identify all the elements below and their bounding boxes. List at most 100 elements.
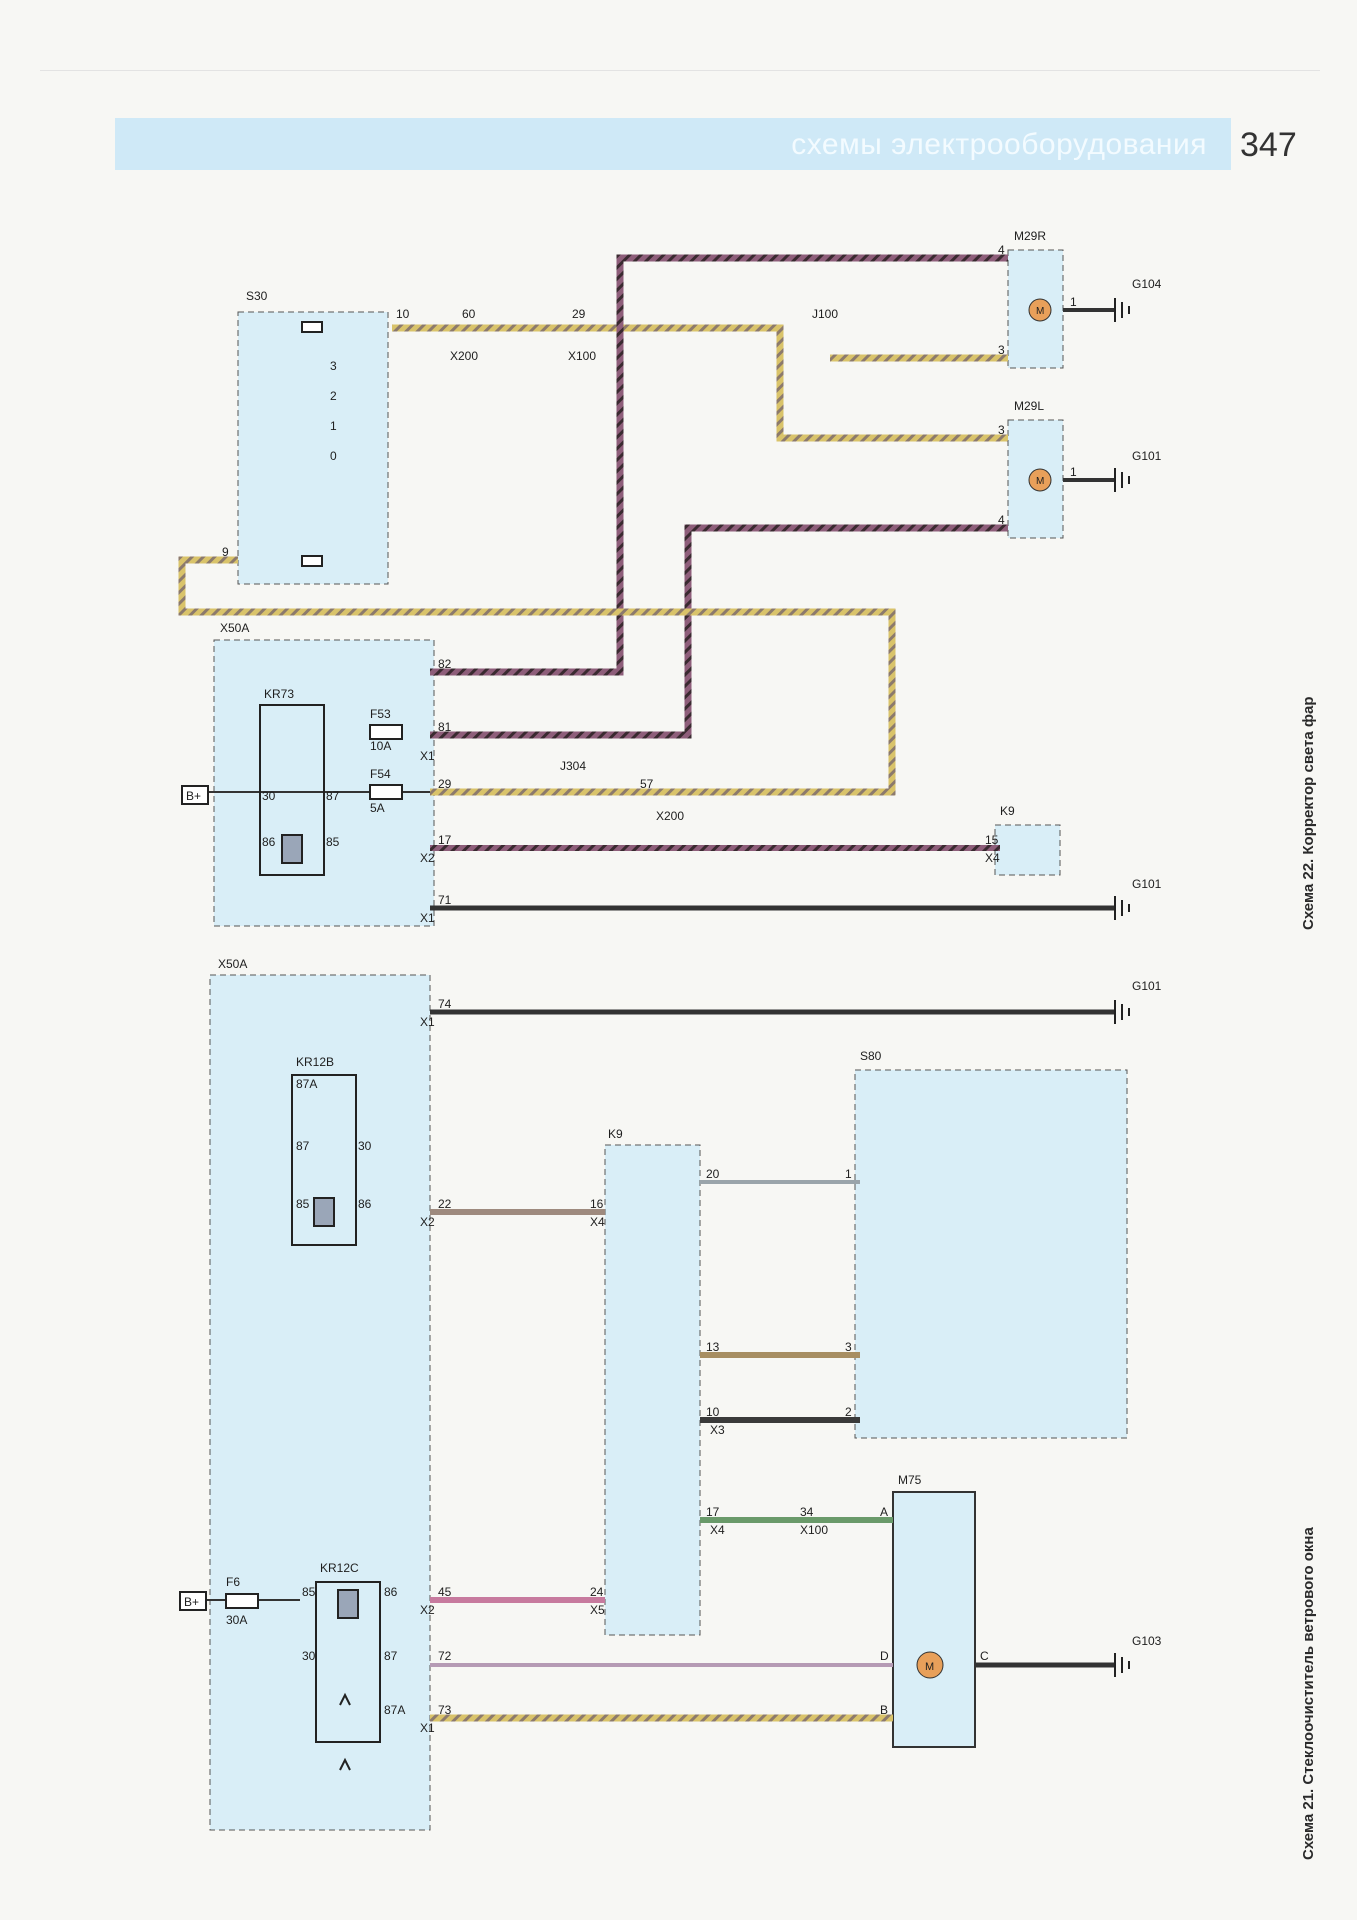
ground-g101-a xyxy=(1114,468,1130,492)
pin-kr73-30: 30 xyxy=(262,789,276,803)
panels xyxy=(209,249,1128,1831)
x50a-panel-bottom xyxy=(209,974,431,1831)
ground-g104 xyxy=(1114,298,1130,322)
motor-m75-letter: M xyxy=(925,1661,934,1673)
m29l-panel xyxy=(1007,419,1064,539)
f53-label: F53 xyxy=(370,707,391,721)
pin-17: 17 xyxy=(438,833,452,847)
k9-panel-bottom xyxy=(604,1144,701,1636)
motors xyxy=(916,298,1052,1679)
ground-g101-b xyxy=(1114,896,1130,920)
x2-label-c: X2 xyxy=(420,1603,435,1617)
pin-m75-d: D xyxy=(880,1649,889,1663)
pin-m29l-3: 3 xyxy=(998,423,1005,437)
x4-label-c: X4 xyxy=(710,1523,725,1537)
top-rule xyxy=(40,70,1320,71)
pin-16: 16 xyxy=(590,1197,604,1211)
x1-label-b: X1 xyxy=(420,911,435,925)
pin-17b: 17 xyxy=(706,1505,720,1519)
ground-g103 xyxy=(1114,1653,1130,1677)
m29l-label: M29L xyxy=(1014,399,1044,413)
components xyxy=(179,321,403,1771)
fuse-f54 xyxy=(369,784,403,800)
s80-label: S80 xyxy=(860,1049,882,1063)
m29r-label: M29R xyxy=(1014,229,1046,243)
pin-kr73-86: 86 xyxy=(262,835,276,849)
bplus-box-bottom xyxy=(179,1591,207,1611)
g101-label-a: G101 xyxy=(1132,449,1162,463)
pin-13: 13 xyxy=(706,1340,720,1354)
pin-s30-1: 1 xyxy=(330,419,337,433)
kr12c-label: KR12C xyxy=(320,1561,359,1575)
x50a-label-top: X50A xyxy=(220,621,249,635)
bplus-label-top: B+ xyxy=(186,789,201,803)
m75-panel xyxy=(892,1491,976,1748)
pin-57: 57 xyxy=(640,777,654,791)
x1-label-a: X1 xyxy=(420,749,435,763)
pin-10b: 10 xyxy=(706,1405,720,1419)
pin-kr12c-87: 87 xyxy=(384,1649,398,1663)
pin-m75-c: C xyxy=(980,1649,989,1663)
pin-m75-a: A xyxy=(880,1505,888,1519)
x3-label: X3 xyxy=(710,1423,725,1437)
s30-resistor-10 xyxy=(301,321,323,333)
relay-kr12c xyxy=(315,1581,381,1743)
caption-scheme21: Схема 21. Стеклоочиститель ветрового окн… xyxy=(1300,1527,1317,1860)
motor-m75-symbol xyxy=(916,1651,944,1679)
pin-kr12c-86: 86 xyxy=(384,1585,398,1599)
pin-15: 15 xyxy=(985,833,999,847)
pin-m29r-4: 4 xyxy=(998,243,1005,257)
pin-10: 10 xyxy=(396,307,410,321)
x1-label-d: X1 xyxy=(420,1721,435,1735)
x200-label-mid: X200 xyxy=(656,809,684,823)
g101-label-b: G101 xyxy=(1132,877,1162,891)
x4-label-b: X4 xyxy=(985,851,1000,865)
pin-34: 34 xyxy=(800,1505,814,1519)
ground-g101-c xyxy=(1114,1000,1130,1024)
pin-m75-b: B xyxy=(880,1703,888,1717)
x5-label: X5 xyxy=(590,1603,605,1617)
wire-82-m29r xyxy=(430,254,1008,676)
pin-s80-3: 3 xyxy=(845,1340,852,1354)
k9-label-bottom: K9 xyxy=(608,1127,623,1141)
s30-panel xyxy=(237,311,389,585)
wires xyxy=(178,254,1115,1722)
x200-label-top: X200 xyxy=(450,349,478,363)
x2-label-a: X2 xyxy=(420,851,435,865)
s30-resistor-9 xyxy=(301,555,323,567)
pin-81: 81 xyxy=(438,720,452,734)
pin-s80-2: 2 xyxy=(845,1405,852,1419)
pin-m29l-1: 1 xyxy=(1070,465,1077,479)
pin-29b: 29 xyxy=(438,777,452,791)
pin-74: 74 xyxy=(438,997,452,1011)
relay-kr12b xyxy=(291,1074,357,1246)
f54-rating: 5A xyxy=(370,801,385,815)
j100-label: J100 xyxy=(812,307,838,321)
pin-s30-2: 2 xyxy=(330,389,337,403)
pin-45: 45 xyxy=(438,1585,452,1599)
g104-label: G104 xyxy=(1132,277,1162,291)
pin-s80-1: 1 xyxy=(845,1167,852,1181)
s30-label: S30 xyxy=(246,289,268,303)
pin-kr12c-85: 85 xyxy=(302,1585,316,1599)
relay-kr12c-coil xyxy=(337,1589,359,1619)
pin-29: 29 xyxy=(572,307,586,321)
x2-label-b: X2 xyxy=(420,1215,435,1229)
header-band xyxy=(115,118,1231,170)
ground-symbols xyxy=(1114,298,1130,1677)
pin-72: 72 xyxy=(438,1649,452,1663)
pin-60: 60 xyxy=(462,307,476,321)
pin-kr12b-85: 85 xyxy=(296,1197,310,1211)
relay-kr73-coil xyxy=(281,834,303,864)
k9-label-top: K9 xyxy=(1000,804,1015,818)
pin-73: 73 xyxy=(438,1703,452,1717)
pin-kr12b-30: 30 xyxy=(358,1139,372,1153)
page-number: 347 xyxy=(1240,126,1297,164)
f54-label: F54 xyxy=(370,767,391,781)
g101-label-c: G101 xyxy=(1132,979,1162,993)
pin-82: 82 xyxy=(438,657,452,671)
g103-label: G103 xyxy=(1132,1634,1162,1648)
fuse-f6 xyxy=(225,1593,259,1609)
j304-label: J304 xyxy=(560,759,586,773)
pin-20: 20 xyxy=(706,1167,720,1181)
